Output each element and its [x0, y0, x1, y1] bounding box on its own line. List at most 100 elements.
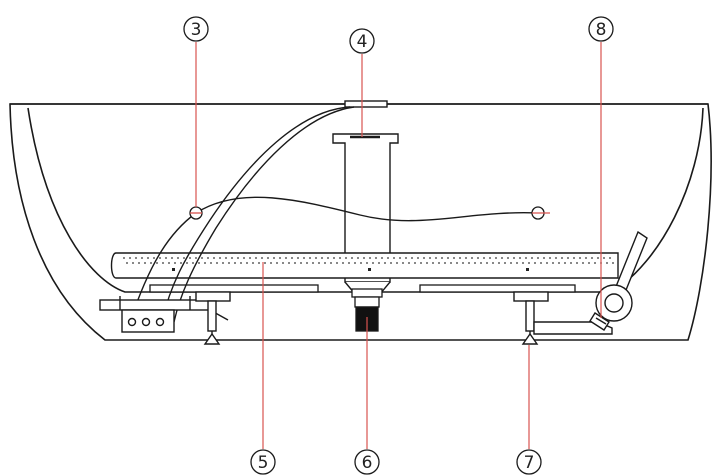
perforation-dot	[225, 257, 227, 259]
perforation-dot	[603, 257, 605, 259]
control-bracket	[99, 299, 211, 311]
perforation-dot	[606, 262, 608, 264]
perforation-dot	[243, 257, 245, 259]
perforation-dot	[378, 262, 380, 264]
perforation-dot	[429, 257, 431, 259]
perforation-dot	[444, 262, 446, 264]
callout-label: 5	[258, 453, 269, 473]
perforation-dot	[327, 257, 329, 259]
perforation-dot	[594, 262, 596, 264]
perforation-dot	[390, 262, 392, 264]
callout-3: 3	[183, 16, 209, 42]
perforation-dot	[348, 262, 350, 264]
perforation-dot	[516, 262, 518, 264]
perforation-dot	[519, 257, 521, 259]
perforation-dot	[279, 257, 281, 259]
perforation-dot	[222, 262, 224, 264]
perforation-dot	[510, 262, 512, 264]
perforation-dot	[165, 257, 167, 259]
perforation-dot	[144, 262, 146, 264]
perforation-dot	[534, 262, 536, 264]
air-tube-upper-1	[161, 106, 351, 323]
manifold-rail-outline	[110, 252, 619, 279]
perforation-dot	[336, 262, 338, 264]
perforation-dot	[585, 257, 587, 259]
perforation-dot	[504, 262, 506, 264]
perforation-dot	[168, 262, 170, 264]
perforation-dot	[399, 257, 401, 259]
callout-label: 8	[596, 20, 607, 40]
perforation-dot	[192, 262, 194, 264]
filler-clamp	[589, 312, 610, 331]
perforation-dot	[258, 262, 260, 264]
perforation-dot	[528, 262, 530, 264]
perforation-dot	[495, 257, 497, 259]
perforation-dot	[402, 262, 404, 264]
perforation-dot	[207, 257, 209, 259]
perforation-dot	[582, 262, 584, 264]
perforation-dot	[195, 257, 197, 259]
control-port	[155, 317, 165, 327]
perforation-dot	[180, 262, 182, 264]
control-unit	[99, 296, 229, 333]
perforation-dot	[387, 257, 389, 259]
perforation-dot	[420, 262, 422, 264]
perforation-dot	[201, 257, 203, 259]
callout-8: 8	[588, 16, 614, 42]
perforation-dot	[414, 262, 416, 264]
perforation-dot	[252, 262, 254, 264]
perforation-dot	[435, 257, 437, 259]
perforation-dot	[333, 257, 335, 259]
perforation-dot	[456, 262, 458, 264]
perforation-dot	[345, 257, 347, 259]
air-tube-upper-2	[173, 106, 355, 323]
manifold-marker	[526, 268, 529, 271]
perforation-dot	[561, 257, 563, 259]
perforation-dot	[174, 262, 176, 264]
perforation-dot	[141, 257, 143, 259]
perforation-dot	[525, 257, 527, 259]
perforation-dot	[369, 257, 371, 259]
perforation-dot	[570, 262, 572, 264]
perforation-dot	[423, 257, 425, 259]
callout-label: 6	[362, 453, 373, 473]
perforation-dot	[219, 257, 221, 259]
perforation-dot	[417, 257, 419, 259]
perforation-dot	[411, 257, 413, 259]
perforation-dot	[156, 262, 158, 264]
perforation-dot	[354, 262, 356, 264]
perforation-dot	[396, 262, 398, 264]
perforation-dot	[324, 262, 326, 264]
perforation-dot	[339, 257, 341, 259]
air-tubes	[129, 106, 539, 323]
perforation-dot	[183, 257, 185, 259]
perforation-dot	[318, 262, 320, 264]
perforation-dot	[321, 257, 323, 259]
filler-wheel-inner	[604, 293, 624, 313]
perforation-dot	[360, 262, 362, 264]
perforation-dot	[552, 262, 554, 264]
perforation-dot	[351, 257, 353, 259]
callout-7: 7	[516, 449, 542, 475]
perforation-dot	[303, 257, 305, 259]
perforation-dot	[291, 257, 293, 259]
perforation-dot	[366, 262, 368, 264]
perforation-dot	[474, 262, 476, 264]
support-bar-right	[419, 284, 576, 293]
jet-nozzle-left	[189, 206, 203, 220]
perforation-dot	[162, 262, 164, 264]
callout-6: 6	[354, 449, 380, 475]
perforation-dot	[273, 257, 275, 259]
perforation-dot	[540, 262, 542, 264]
perforation-dot	[126, 262, 128, 264]
perforation-dot	[567, 257, 569, 259]
support-bar-left	[149, 284, 319, 293]
perforation-dot	[564, 262, 566, 264]
perforation-dot	[267, 257, 269, 259]
perforation-dot	[507, 257, 509, 259]
perforation-dot	[216, 262, 218, 264]
perforation-dot	[543, 257, 545, 259]
support-bars	[149, 284, 576, 293]
perforation-dot	[153, 257, 155, 259]
